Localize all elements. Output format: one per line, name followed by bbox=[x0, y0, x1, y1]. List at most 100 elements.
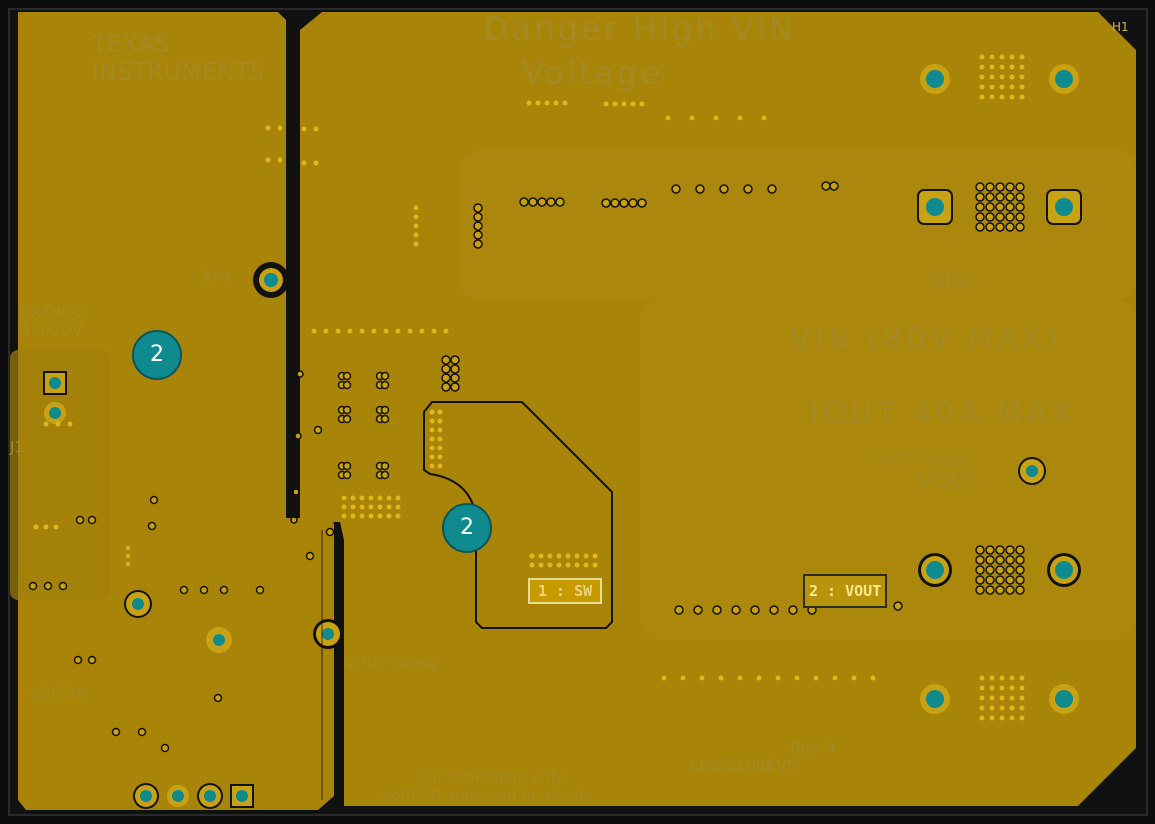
sw-net-label[interactable]: 1 : SW bbox=[528, 578, 603, 604]
via bbox=[1009, 84, 1015, 90]
via bbox=[544, 100, 550, 106]
via bbox=[368, 504, 374, 510]
via bbox=[526, 100, 532, 106]
via bbox=[53, 524, 59, 530]
via bbox=[441, 355, 451, 365]
via bbox=[547, 562, 553, 568]
via bbox=[761, 115, 767, 121]
via bbox=[680, 675, 686, 681]
vout-sense-bottom-text: VOUT Sense bbox=[345, 655, 438, 673]
via bbox=[999, 94, 1005, 100]
via bbox=[719, 184, 729, 194]
via bbox=[377, 513, 383, 519]
via bbox=[999, 685, 1005, 691]
via bbox=[1019, 675, 1025, 681]
via bbox=[296, 370, 304, 378]
via bbox=[750, 605, 760, 615]
via bbox=[350, 513, 356, 519]
via bbox=[1015, 202, 1025, 212]
vout-sense-text: VOUT Sense bbox=[875, 450, 974, 469]
via bbox=[767, 184, 777, 194]
via bbox=[437, 454, 443, 460]
via bbox=[87, 515, 97, 525]
via bbox=[301, 160, 307, 166]
via bbox=[737, 675, 743, 681]
via bbox=[603, 101, 609, 107]
ti-logo-line2: INSTRUMENTS bbox=[92, 58, 265, 86]
net-badge-center[interactable]: 2 bbox=[442, 503, 492, 553]
via bbox=[450, 355, 460, 365]
via bbox=[359, 495, 365, 501]
via bbox=[137, 727, 147, 737]
via bbox=[528, 197, 538, 207]
via bbox=[1019, 84, 1025, 90]
via bbox=[538, 562, 544, 568]
via bbox=[1019, 695, 1025, 701]
via bbox=[995, 545, 1005, 555]
via bbox=[341, 513, 347, 519]
via bbox=[350, 504, 356, 510]
via bbox=[592, 562, 598, 568]
via bbox=[301, 126, 307, 132]
via bbox=[556, 553, 562, 559]
via bbox=[537, 197, 547, 207]
via bbox=[380, 414, 390, 424]
via bbox=[450, 364, 460, 374]
via bbox=[612, 101, 618, 107]
via bbox=[979, 54, 985, 60]
via bbox=[437, 445, 443, 451]
via bbox=[529, 562, 535, 568]
via bbox=[583, 553, 589, 559]
via bbox=[985, 565, 995, 575]
via bbox=[637, 198, 647, 208]
via bbox=[1005, 222, 1015, 232]
vout-net-label[interactable]: 2 : VOUT bbox=[803, 574, 888, 608]
via bbox=[788, 605, 798, 615]
via-field bbox=[28, 54, 1025, 753]
via bbox=[1009, 715, 1015, 721]
via bbox=[380, 371, 390, 381]
for-eval-text: For evaluation only bbox=[420, 768, 564, 786]
via bbox=[473, 203, 483, 213]
via bbox=[359, 504, 365, 510]
via bbox=[794, 675, 800, 681]
via bbox=[277, 157, 283, 163]
via bbox=[689, 115, 695, 121]
via bbox=[556, 562, 562, 568]
via bbox=[342, 380, 352, 390]
via bbox=[386, 495, 392, 501]
via bbox=[610, 198, 620, 208]
via bbox=[277, 125, 283, 131]
via bbox=[429, 418, 435, 424]
ti-logo-line1: TEXAS bbox=[92, 30, 170, 58]
via bbox=[342, 414, 352, 424]
via bbox=[999, 54, 1005, 60]
left-pads bbox=[43, 371, 343, 809]
via bbox=[429, 454, 435, 460]
via bbox=[335, 328, 341, 334]
part-text: LMG2100EVM bbox=[690, 756, 801, 775]
via bbox=[386, 513, 392, 519]
via bbox=[1015, 182, 1025, 192]
via bbox=[621, 101, 627, 107]
via bbox=[731, 605, 741, 615]
via bbox=[437, 436, 443, 442]
via bbox=[1005, 565, 1015, 575]
via bbox=[601, 198, 611, 208]
via bbox=[989, 64, 995, 70]
via bbox=[58, 581, 68, 591]
via bbox=[294, 432, 302, 440]
via bbox=[450, 373, 460, 383]
via bbox=[380, 380, 390, 390]
via bbox=[695, 184, 705, 194]
sw-island bbox=[423, 401, 613, 629]
voltage-text: Voltage bbox=[522, 54, 664, 92]
via bbox=[342, 461, 352, 471]
via bbox=[985, 222, 995, 232]
via bbox=[737, 115, 743, 121]
via bbox=[743, 184, 753, 194]
net-badge-left[interactable]: 2 bbox=[132, 330, 182, 380]
via bbox=[437, 409, 443, 415]
via bbox=[429, 445, 435, 451]
